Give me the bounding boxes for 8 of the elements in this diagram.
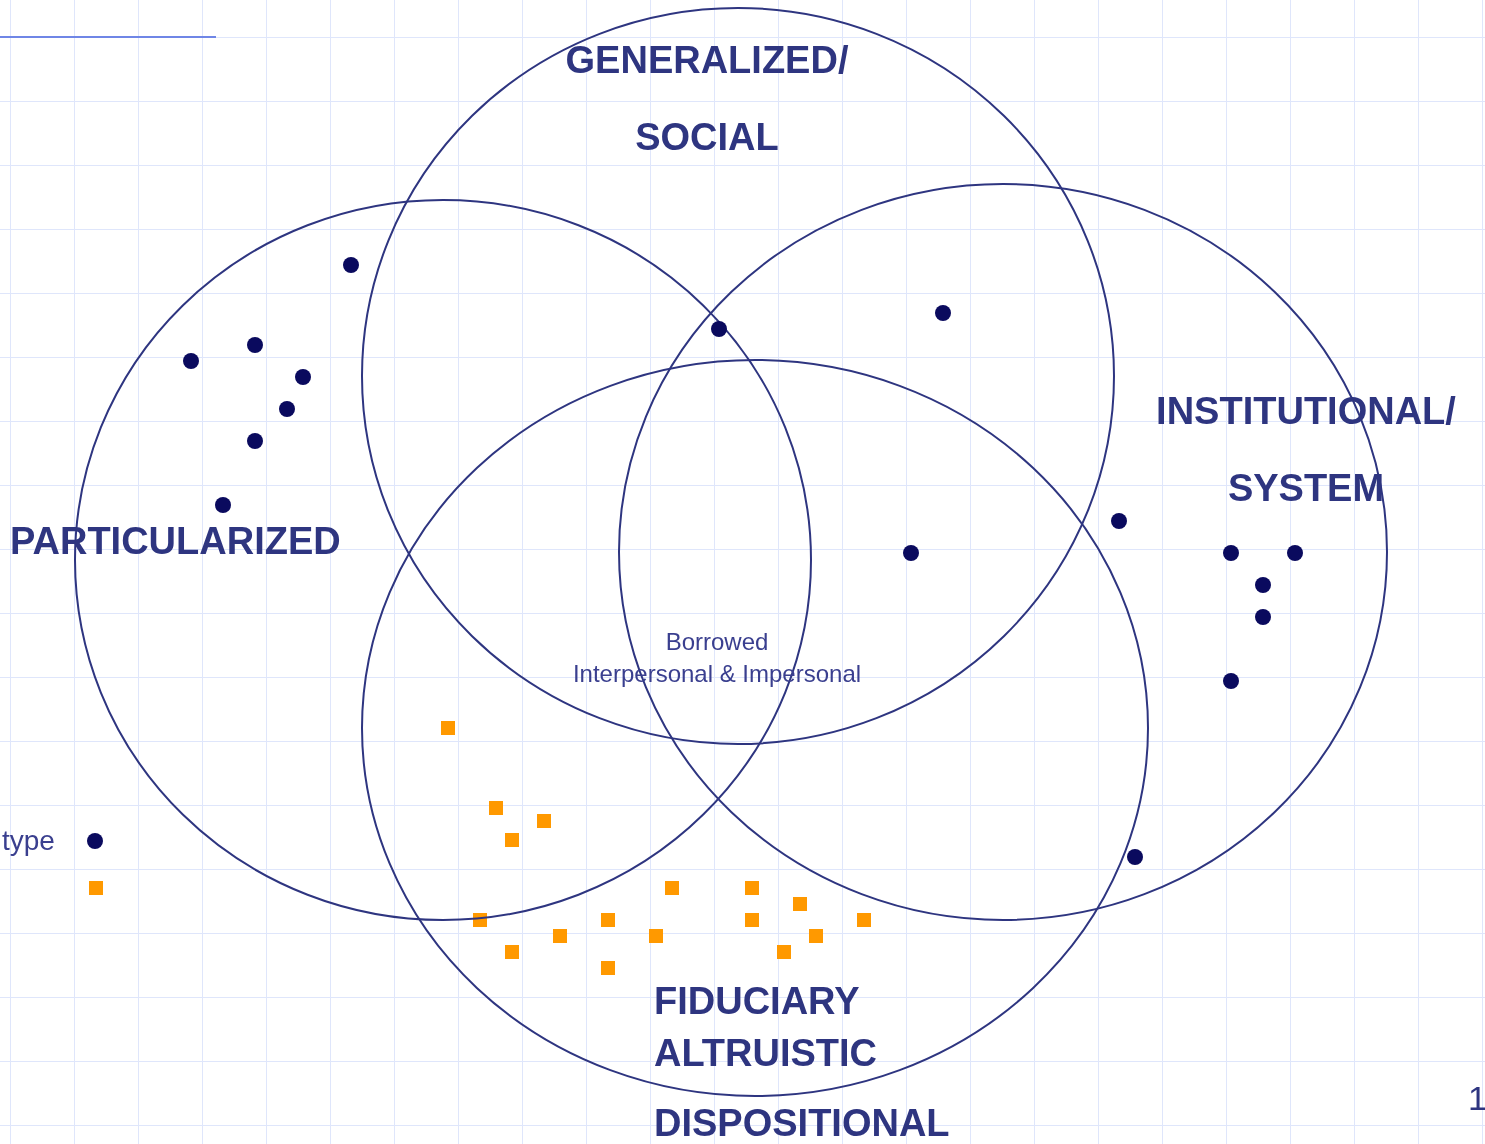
- venn-circle: [362, 360, 1148, 1096]
- legend-text: type: [2, 824, 56, 858]
- category-heading: FIDUCIARY ALTRUISTIC: [654, 979, 879, 1076]
- venn-circle: [362, 8, 1114, 744]
- category-heading: GENERALIZED/ SOCIAL: [564, 38, 850, 160]
- category-heading: DISPOSITIONAL: [654, 1103, 951, 1143]
- page-number: 1: [1468, 1078, 1485, 1118]
- center-note: Borrowed: [664, 627, 770, 657]
